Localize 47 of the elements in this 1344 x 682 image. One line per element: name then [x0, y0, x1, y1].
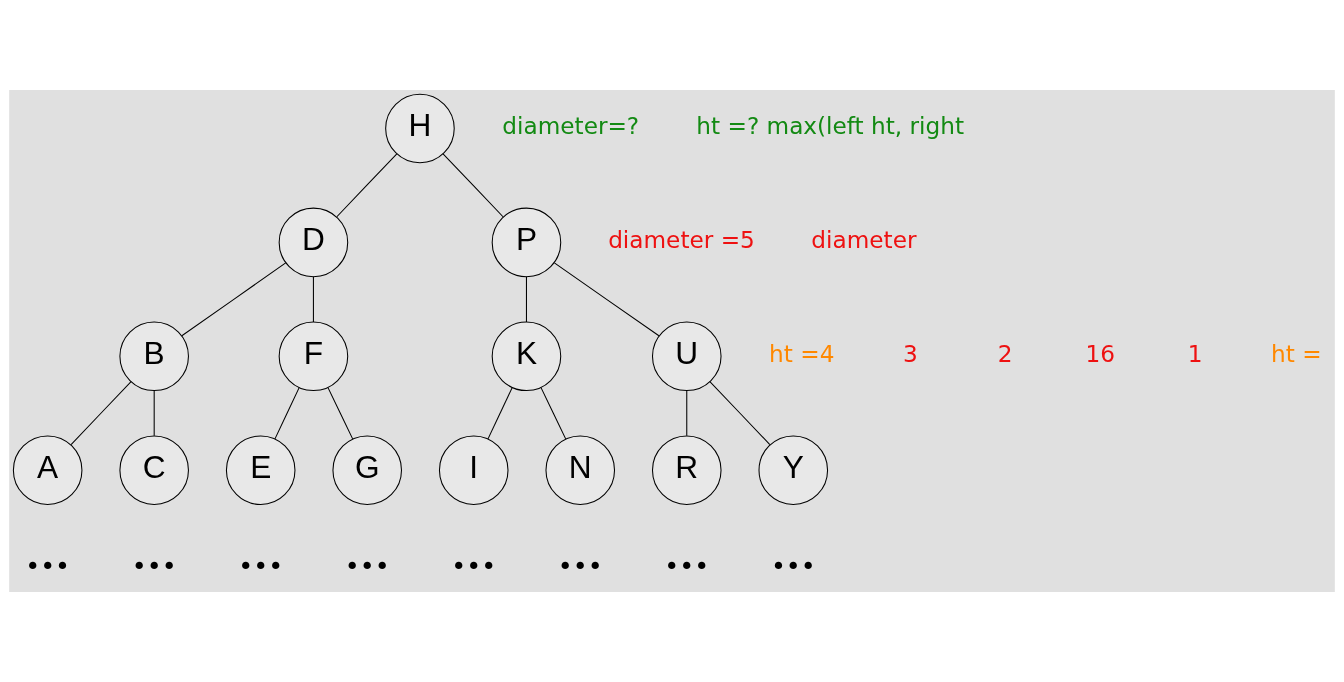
- connector: [540, 387, 567, 440]
- connector: [181, 262, 287, 337]
- connector: [336, 153, 398, 218]
- node-circle: E: [225, 435, 296, 505]
- label: •••: [131, 552, 177, 582]
- label: ht =4: [769, 340, 835, 368]
- label: •••: [451, 552, 497, 582]
- label: •••: [770, 552, 816, 582]
- label: diameter =5: [608, 226, 755, 254]
- node-circle: B: [119, 321, 189, 392]
- label: 16: [1085, 340, 1115, 368]
- node-circle: P: [491, 207, 562, 278]
- connector: [153, 390, 155, 437]
- node-circle: U: [651, 321, 722, 392]
- label: •••: [344, 552, 390, 582]
- node-circle: H: [385, 93, 455, 164]
- connector: [442, 153, 504, 218]
- label: 3: [902, 340, 918, 368]
- connector: [525, 276, 527, 323]
- label: •••: [238, 552, 284, 582]
- connector: [709, 381, 771, 446]
- node-circle: G: [332, 435, 402, 505]
- label: ht =? max(left ht, right: [696, 112, 965, 140]
- label: 1: [1187, 340, 1203, 368]
- node-circle: I: [438, 435, 509, 505]
- label: diameter: [811, 226, 917, 254]
- connector: [487, 387, 513, 440]
- connector: [686, 390, 688, 437]
- connector: [70, 381, 132, 446]
- node-circle: Y: [758, 435, 829, 505]
- label: •••: [557, 552, 603, 582]
- label: diameter=?: [502, 112, 640, 140]
- node-circle: D: [278, 207, 349, 278]
- node-circle: A: [12, 435, 83, 505]
- node-circle: F: [278, 321, 349, 392]
- connector: [312, 276, 314, 323]
- label: 2: [997, 340, 1013, 368]
- label: ht =: [1271, 340, 1322, 368]
- node-circle: R: [651, 435, 722, 505]
- connector: [553, 262, 660, 337]
- label: •••: [664, 552, 710, 582]
- connector: [274, 387, 300, 440]
- label: •••: [25, 552, 71, 582]
- node-circle: N: [545, 435, 616, 505]
- node-circle: C: [119, 435, 189, 505]
- node-circle: K: [491, 321, 562, 392]
- connector: [327, 387, 354, 440]
